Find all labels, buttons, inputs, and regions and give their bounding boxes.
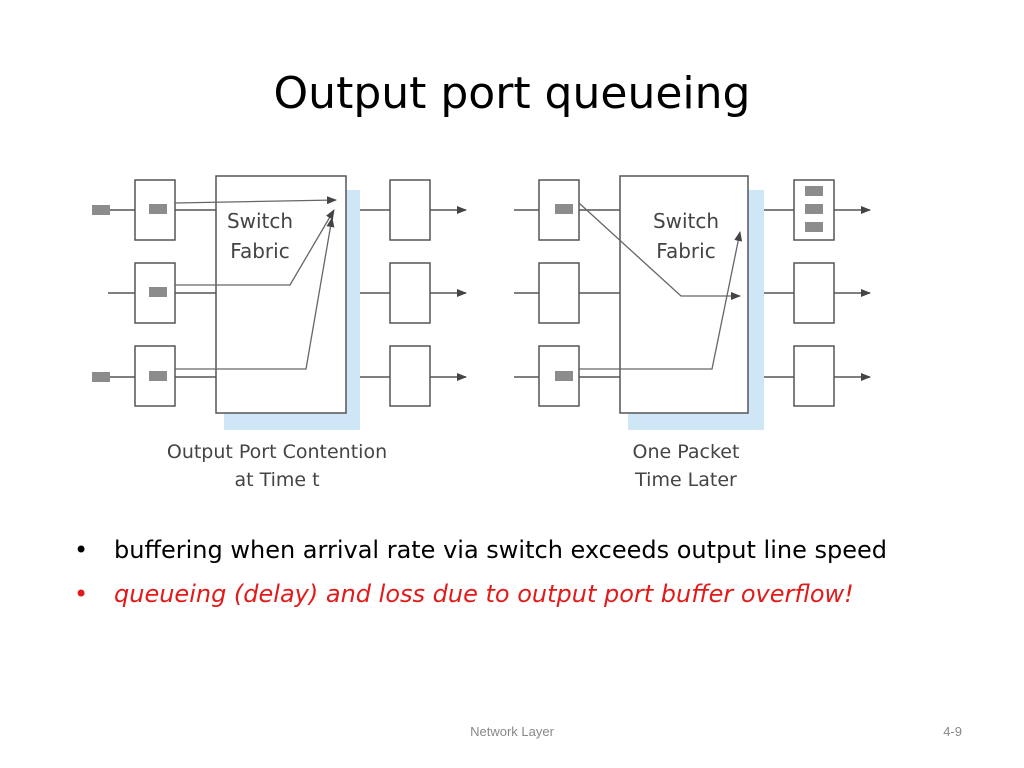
bullet-text: queueing (delay) and loss due to output …: [114, 580, 854, 608]
bullet-dot: •: [74, 580, 89, 608]
queued-packet: [555, 204, 573, 214]
caption-line2: at Time t: [234, 469, 319, 491]
slide-number: 4-9: [943, 724, 962, 739]
fabric-label-line1: Switch: [227, 209, 293, 233]
switch-fabric: [215, 175, 347, 414]
output-queued-packet: [805, 222, 823, 232]
queued-packet: [149, 287, 167, 297]
output-port: [793, 345, 835, 407]
output-queued-packet: [805, 186, 823, 196]
bullet-list: • buffering when arrival rate via switch…: [74, 528, 887, 616]
queued-packet: [149, 204, 167, 214]
fabric-path: [578, 202, 741, 300]
caption-line2: Time Later: [634, 469, 737, 491]
output-port: [389, 345, 431, 407]
fabric-path: [175, 217, 335, 370]
fabric-label-line2: Fabric: [230, 239, 289, 263]
output-queued-packet: [805, 204, 823, 214]
bullet-dot: •: [74, 536, 89, 564]
bullet-item: • queueing (delay) and loss due to outpu…: [74, 572, 887, 616]
left-panel: Switch Fabric Output Port Conte: [92, 175, 467, 491]
caption-line1: One Packet: [633, 441, 740, 463]
fabric-path: [175, 209, 335, 286]
fabric-path: [579, 231, 743, 370]
fabric-label-line1: Switch: [653, 209, 719, 233]
fabric-label-line2: Fabric: [656, 239, 715, 263]
output-port: [389, 179, 431, 241]
queued-packet: [555, 371, 573, 381]
output-port-queueing-diagram: Switch Fabric Output Port Conte: [92, 175, 871, 491]
bullet-text: buffering when arrival rate via switch e…: [114, 536, 887, 564]
fabric-path: [174, 196, 337, 205]
queued-packet: [149, 371, 167, 381]
bullet-item: • buffering when arrival rate via switch…: [74, 528, 887, 572]
output-port: [793, 262, 835, 324]
output-port: [389, 262, 431, 324]
slide-title: Output port queueing: [273, 68, 751, 119]
caption-line1: Output Port Contention: [167, 441, 387, 463]
right-panel: Switch Fabric One Packet Time La: [514, 175, 871, 491]
input-port: [538, 262, 580, 324]
arriving-packet: [92, 372, 110, 382]
arriving-packet: [92, 205, 110, 215]
footer-section-label: Network Layer: [470, 724, 554, 739]
input-port: [134, 262, 176, 324]
